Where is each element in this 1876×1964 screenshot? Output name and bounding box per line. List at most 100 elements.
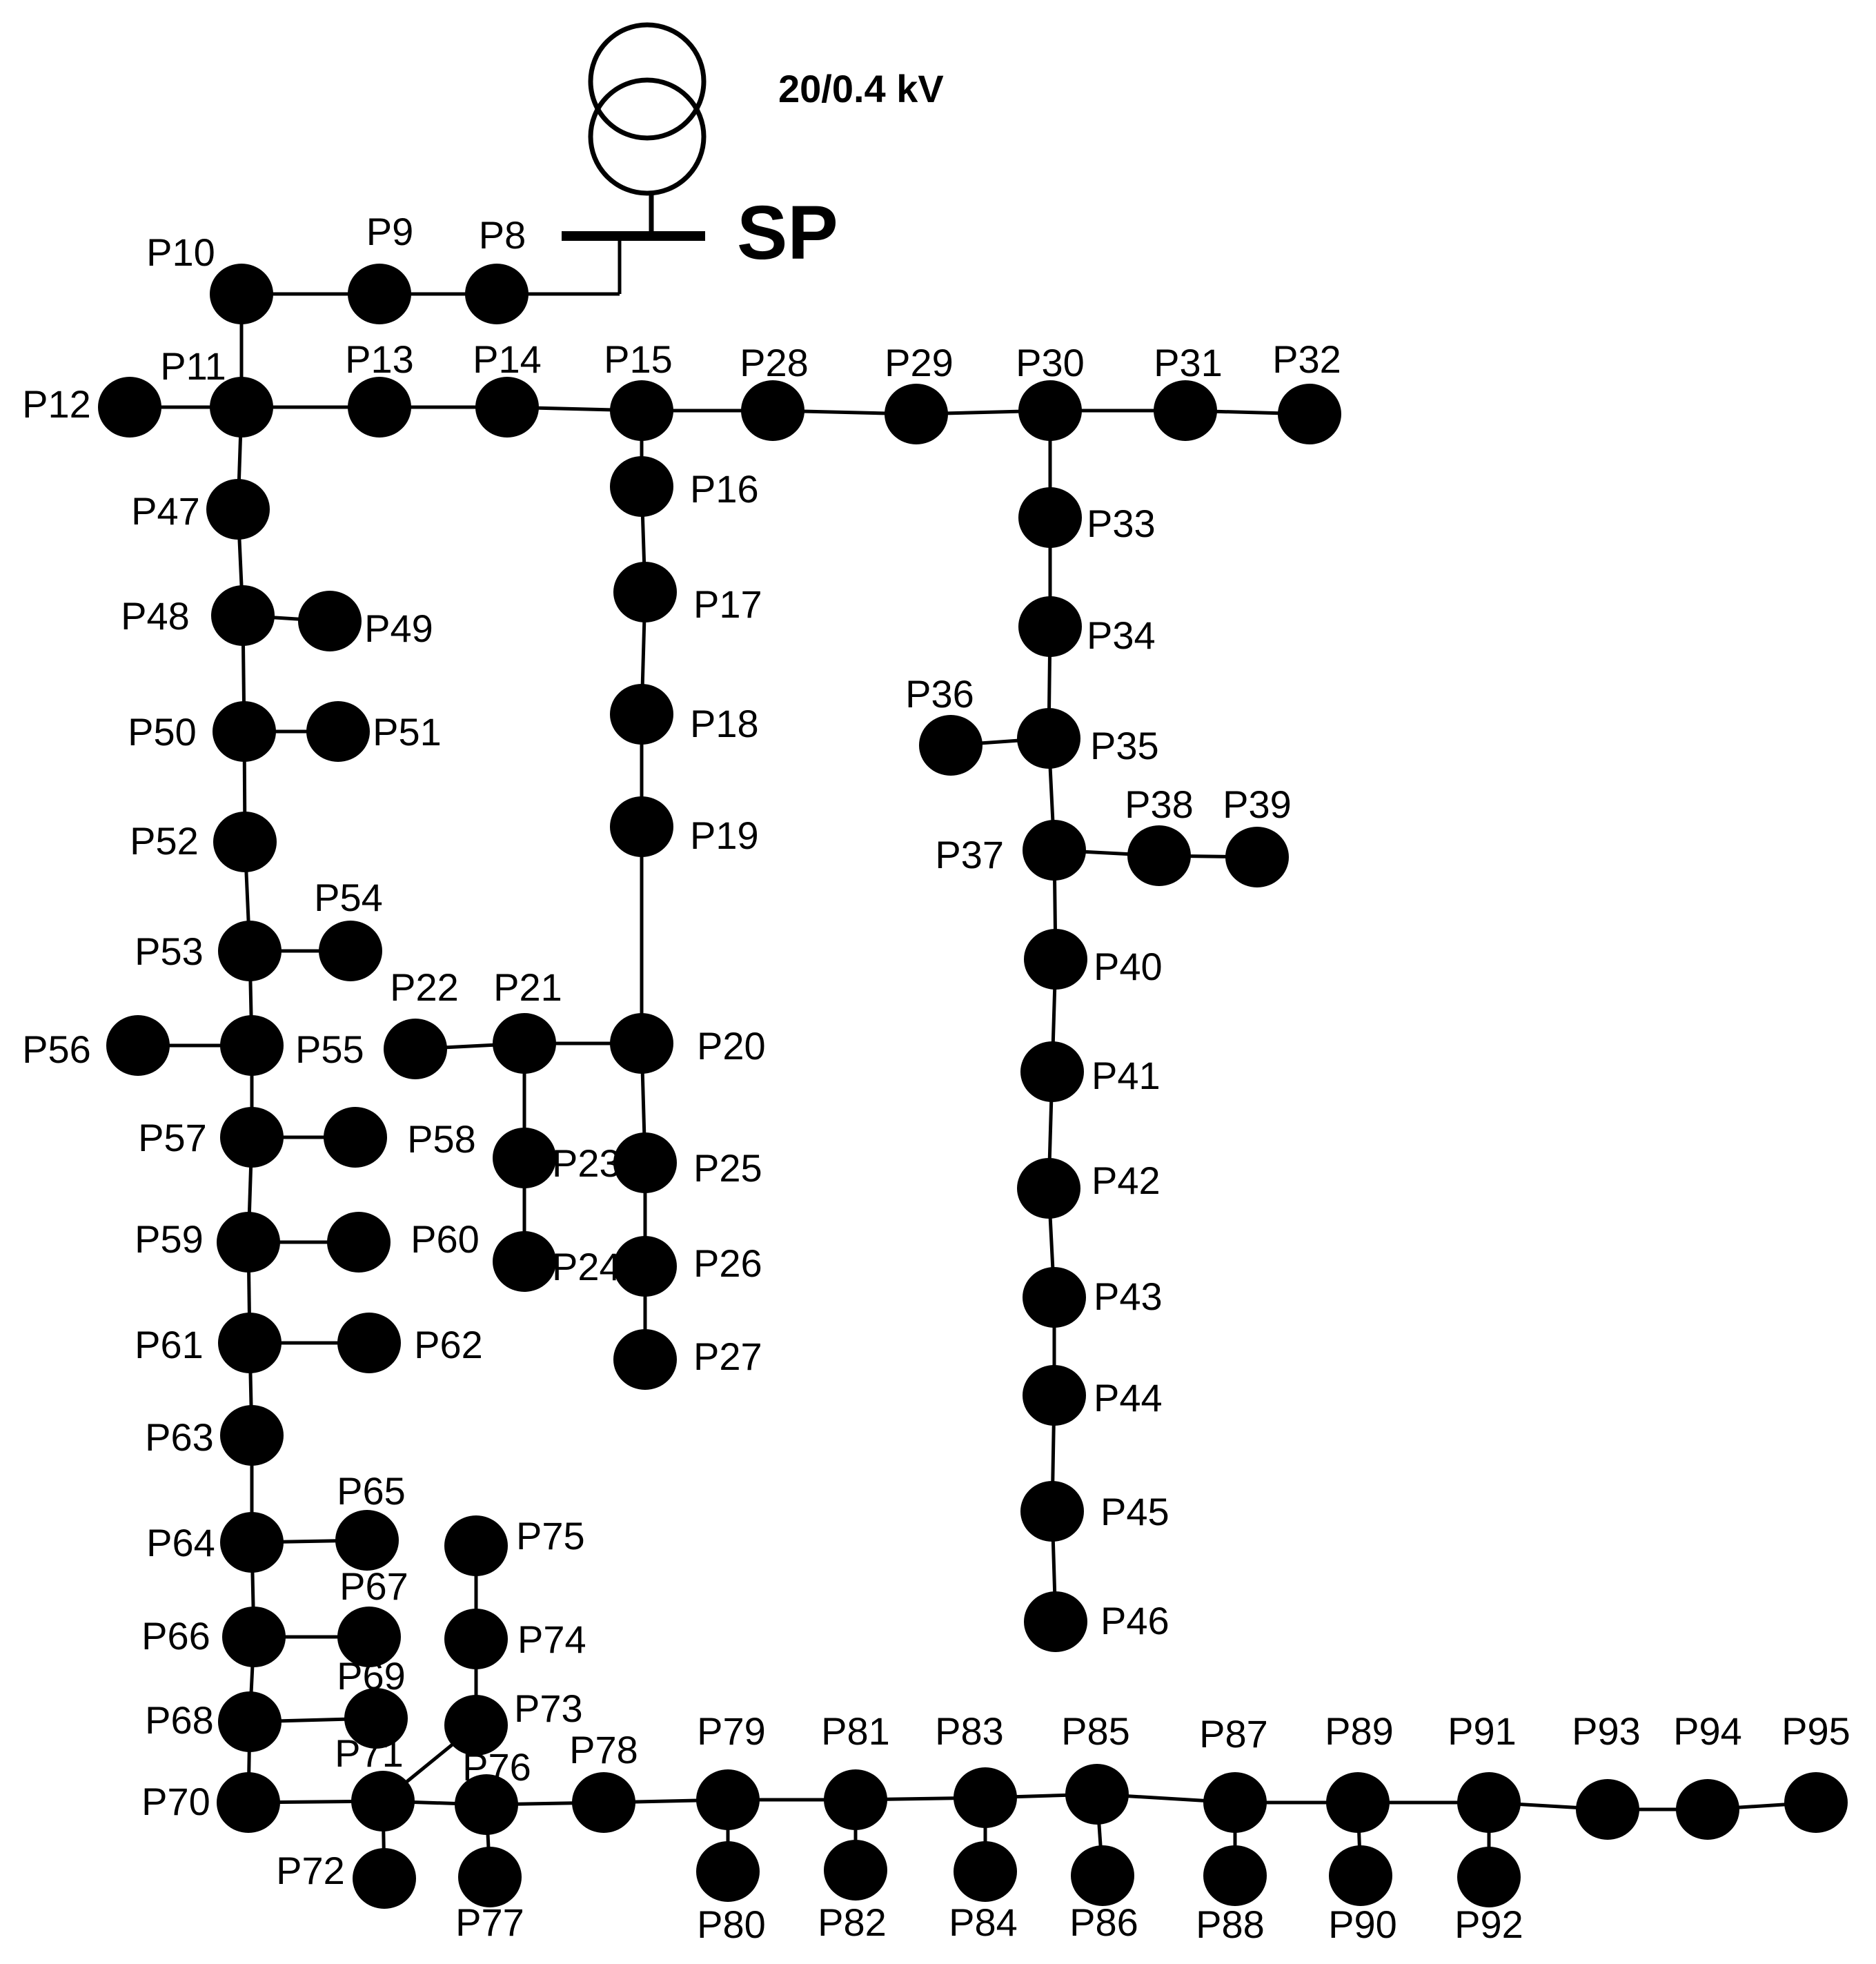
node-label-p39: P39 bbox=[1223, 783, 1292, 826]
node-label-p57: P57 bbox=[138, 1116, 207, 1159]
node-label-p10: P10 bbox=[146, 230, 215, 274]
node-label-p90: P90 bbox=[1328, 1903, 1397, 1946]
node-label-p32: P32 bbox=[1272, 337, 1341, 381]
node-p78 bbox=[572, 1772, 635, 1833]
node-label-p20: P20 bbox=[697, 1024, 766, 1068]
node-label-p69: P69 bbox=[337, 1654, 406, 1698]
node-p33 bbox=[1018, 487, 1082, 548]
node-p68 bbox=[218, 1691, 282, 1752]
node-p70 bbox=[217, 1772, 280, 1833]
node-label-p29: P29 bbox=[885, 341, 954, 384]
transformer-rating: 20/0.4 kV bbox=[778, 67, 944, 110]
node-p67 bbox=[337, 1607, 401, 1667]
node-p94 bbox=[1676, 1779, 1739, 1840]
node-label-p62: P62 bbox=[414, 1323, 483, 1366]
node-p24 bbox=[493, 1231, 556, 1292]
node-p44 bbox=[1023, 1365, 1086, 1426]
node-p85 bbox=[1065, 1764, 1129, 1825]
node-label-p9: P9 bbox=[366, 210, 414, 253]
node-p16 bbox=[610, 456, 673, 517]
node-p62 bbox=[337, 1313, 401, 1373]
node-p48 bbox=[211, 585, 275, 646]
node-p95 bbox=[1784, 1772, 1848, 1833]
supply-point-label: SP bbox=[737, 190, 838, 275]
node-p91 bbox=[1457, 1772, 1521, 1833]
node-label-p27: P27 bbox=[693, 1335, 762, 1378]
node-label-p8: P8 bbox=[479, 213, 526, 257]
node-label-p31: P31 bbox=[1154, 341, 1223, 384]
node-label-p48: P48 bbox=[121, 594, 190, 638]
node-p57 bbox=[220, 1107, 284, 1168]
node-label-p81: P81 bbox=[821, 1709, 890, 1753]
node-label-p33: P33 bbox=[1087, 502, 1156, 545]
node-label-p58: P58 bbox=[407, 1117, 476, 1161]
node-p74 bbox=[444, 1609, 508, 1669]
node-label-p13: P13 bbox=[345, 337, 414, 381]
node-p64 bbox=[220, 1512, 284, 1573]
node-label-p11: P11 bbox=[160, 344, 226, 388]
node-label-p72: P72 bbox=[276, 1849, 345, 1892]
node-p9 bbox=[348, 264, 411, 324]
node-p75 bbox=[444, 1515, 508, 1576]
node-p66 bbox=[222, 1607, 286, 1667]
node-label-p28: P28 bbox=[740, 341, 809, 384]
node-label-p71: P71 bbox=[335, 1731, 404, 1775]
node-label-p43: P43 bbox=[1094, 1275, 1163, 1318]
node-label-p68: P68 bbox=[145, 1698, 214, 1742]
node-p22 bbox=[384, 1019, 447, 1079]
node-label-p46: P46 bbox=[1100, 1599, 1169, 1642]
node-p40 bbox=[1024, 929, 1087, 990]
node-p10 bbox=[210, 264, 273, 324]
node-p77 bbox=[458, 1847, 522, 1907]
node-p25 bbox=[613, 1132, 677, 1193]
node-label-p50: P50 bbox=[128, 710, 197, 754]
node-label-p17: P17 bbox=[693, 582, 762, 626]
node-label-p44: P44 bbox=[1094, 1376, 1163, 1420]
node-p69 bbox=[344, 1688, 408, 1749]
node-p11 bbox=[210, 377, 273, 438]
node-label-p76: P76 bbox=[462, 1745, 531, 1789]
node-label-p54: P54 bbox=[314, 876, 383, 919]
node-label-p74: P74 bbox=[517, 1618, 586, 1661]
node-label-p36: P36 bbox=[905, 672, 974, 716]
node-label-p55: P55 bbox=[295, 1028, 364, 1071]
node-p55 bbox=[220, 1015, 284, 1076]
node-p88 bbox=[1203, 1845, 1267, 1906]
node-label-p16: P16 bbox=[690, 467, 759, 511]
node-p12 bbox=[98, 377, 161, 438]
node-label-p63: P63 bbox=[145, 1415, 214, 1459]
node-label-p65: P65 bbox=[337, 1469, 406, 1513]
node-p65 bbox=[335, 1510, 399, 1571]
node-p61 bbox=[218, 1313, 282, 1373]
node-p46 bbox=[1024, 1591, 1087, 1652]
node-label-p61: P61 bbox=[135, 1323, 204, 1366]
node-label-p60: P60 bbox=[411, 1217, 480, 1261]
transformer-icon bbox=[497, 22, 707, 296]
node-p37 bbox=[1023, 820, 1086, 881]
node-p52 bbox=[213, 812, 277, 872]
node-p81 bbox=[824, 1769, 887, 1830]
node-p92 bbox=[1457, 1847, 1521, 1907]
node-label-p73: P73 bbox=[514, 1687, 583, 1730]
node-p15 bbox=[610, 380, 673, 441]
node-label-p40: P40 bbox=[1094, 945, 1163, 988]
node-label-p80: P80 bbox=[697, 1903, 766, 1946]
node-label-p66: P66 bbox=[141, 1614, 210, 1658]
node-label-p53: P53 bbox=[135, 930, 204, 973]
node-p23 bbox=[493, 1128, 556, 1188]
node-label-p92: P92 bbox=[1454, 1903, 1523, 1946]
node-p49 bbox=[298, 591, 362, 651]
node-p82 bbox=[824, 1840, 887, 1901]
node-p18 bbox=[610, 684, 673, 745]
node-label-p12: P12 bbox=[22, 382, 91, 426]
node-label-p59: P59 bbox=[135, 1217, 204, 1261]
node-p21 bbox=[493, 1013, 556, 1074]
node-p86 bbox=[1071, 1845, 1134, 1906]
node-p26 bbox=[613, 1236, 677, 1297]
node-label-p70: P70 bbox=[141, 1780, 210, 1823]
node-label-p47: P47 bbox=[131, 489, 200, 533]
node-label-p21: P21 bbox=[493, 965, 562, 1009]
node-label-p88: P88 bbox=[1196, 1903, 1265, 1946]
node-label-p49: P49 bbox=[364, 607, 433, 650]
node-label-p26: P26 bbox=[693, 1241, 762, 1285]
